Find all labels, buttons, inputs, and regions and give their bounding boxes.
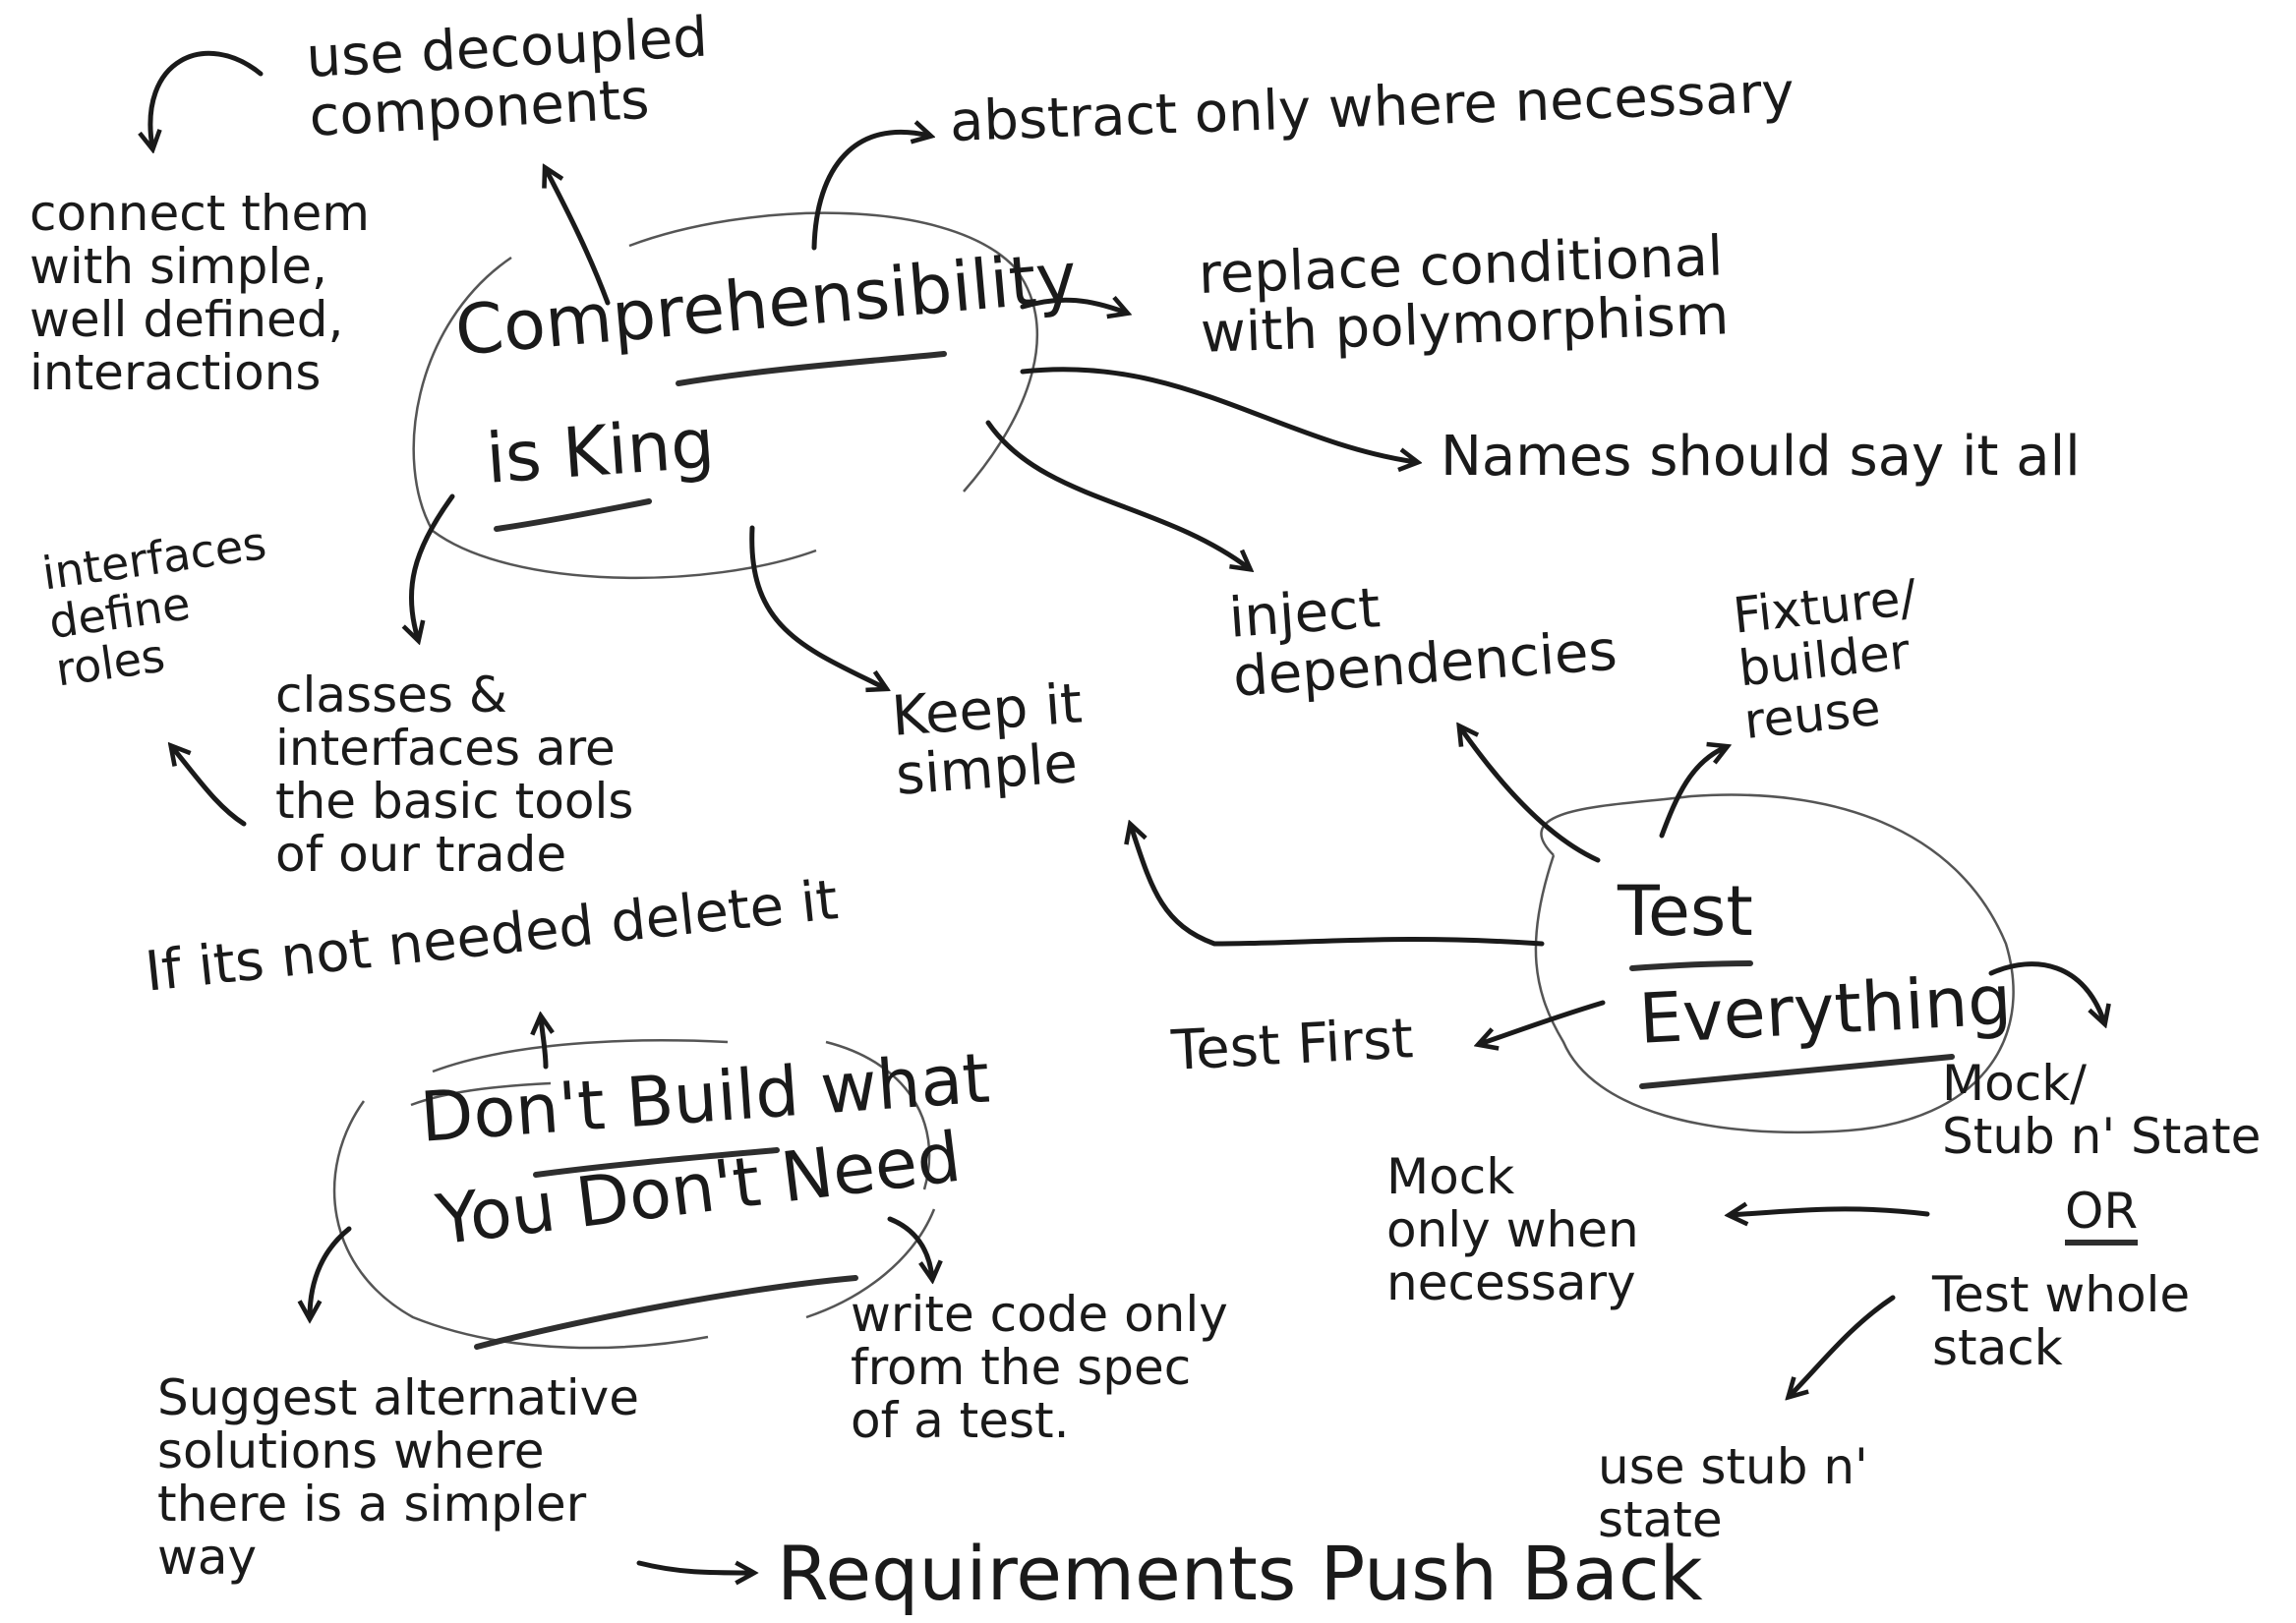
arrow-to-abstract [811, 132, 929, 251]
arrow-to-mock-only [1731, 1209, 1930, 1215]
hub-comprehensibility-line2: is King [483, 402, 718, 499]
note-use-stub: use stub n' state [1598, 1438, 1868, 1548]
arrow-classes-to-interfaces [172, 747, 247, 827]
note-requirements: Requirements Push Back [777, 1530, 1703, 1617]
arrow-to-decoupled [546, 169, 611, 306]
arrow-to-inject [985, 420, 1249, 568]
note-keep-simple: Keep it simple [889, 671, 1085, 809]
note-mock-only: Mock only when necessary [1386, 1148, 1639, 1311]
note-decoupled: use decoupled components [304, 5, 710, 150]
note-connect: connect them with simple, well defined, … [29, 185, 370, 401]
arrow-to-use-stub [1790, 1295, 1896, 1396]
note-suggest: Suggest alternative solutions where ther… [157, 1369, 639, 1586]
arrow-decoupled-to-connect [150, 50, 264, 147]
comprehensibility-outline-right [628, 211, 1039, 493]
arrow-to-inject-from-test [1460, 727, 1601, 863]
underline-you-dont-need [474, 1275, 858, 1350]
underline-comprehensibility [676, 351, 947, 386]
arrow-to-keep-simple [749, 525, 885, 688]
note-inject: inject dependencies [1226, 576, 1619, 711]
dont-build-outline-tick [410, 1081, 552, 1107]
note-write-code: write code only from the spec of a test. [851, 1286, 1228, 1449]
arrow-to-mock-stub [1988, 961, 2104, 1022]
arrow-to-write-code [887, 1216, 932, 1278]
arrow-to-keep-simple-from-test [1131, 826, 1545, 947]
note-test-whole: Test whole stack [1932, 1266, 2191, 1376]
arrow-to-replace [1020, 300, 1126, 313]
note-test-first: Test First [1169, 1007, 1415, 1083]
arrow-to-test-first [1480, 1000, 1606, 1044]
connector-arrows [150, 50, 2104, 1573]
underline-everything [1639, 1054, 1955, 1089]
hub-test-everything-line1: Test [1618, 871, 1753, 952]
note-interfaces-roles: interfaces define roles [38, 516, 269, 697]
test-everything-outline [1534, 793, 2015, 1134]
arrow-to-fixture [1659, 747, 1726, 839]
note-classes: classes & interfaces are the basic tools… [275, 667, 634, 883]
hub-underlines [474, 351, 1955, 1350]
note-replace: replace conditional with polymorphism [1197, 224, 1731, 367]
arrow-to-requirements [636, 1560, 752, 1573]
arrow-to-suggest [310, 1226, 352, 1317]
underline-is-king [494, 498, 652, 532]
note-names: Names should say it all [1441, 425, 2081, 489]
note-mock-stub: Mock/ Stub n' State [1942, 1055, 2262, 1165]
underline-dont-build [533, 1147, 780, 1178]
dont-build-outline-top [432, 1039, 931, 1190]
underline-test [1629, 960, 1753, 971]
arrow-to-classes [411, 493, 455, 639]
arrow-to-names [1020, 367, 1416, 462]
note-or: OR [2065, 1185, 2139, 1246]
dont-build-outline-bottom [332, 1100, 936, 1350]
arrow-to-if-not-needed [541, 1017, 546, 1070]
note-fixture: Fixture/ builder reuse [1730, 568, 1919, 751]
